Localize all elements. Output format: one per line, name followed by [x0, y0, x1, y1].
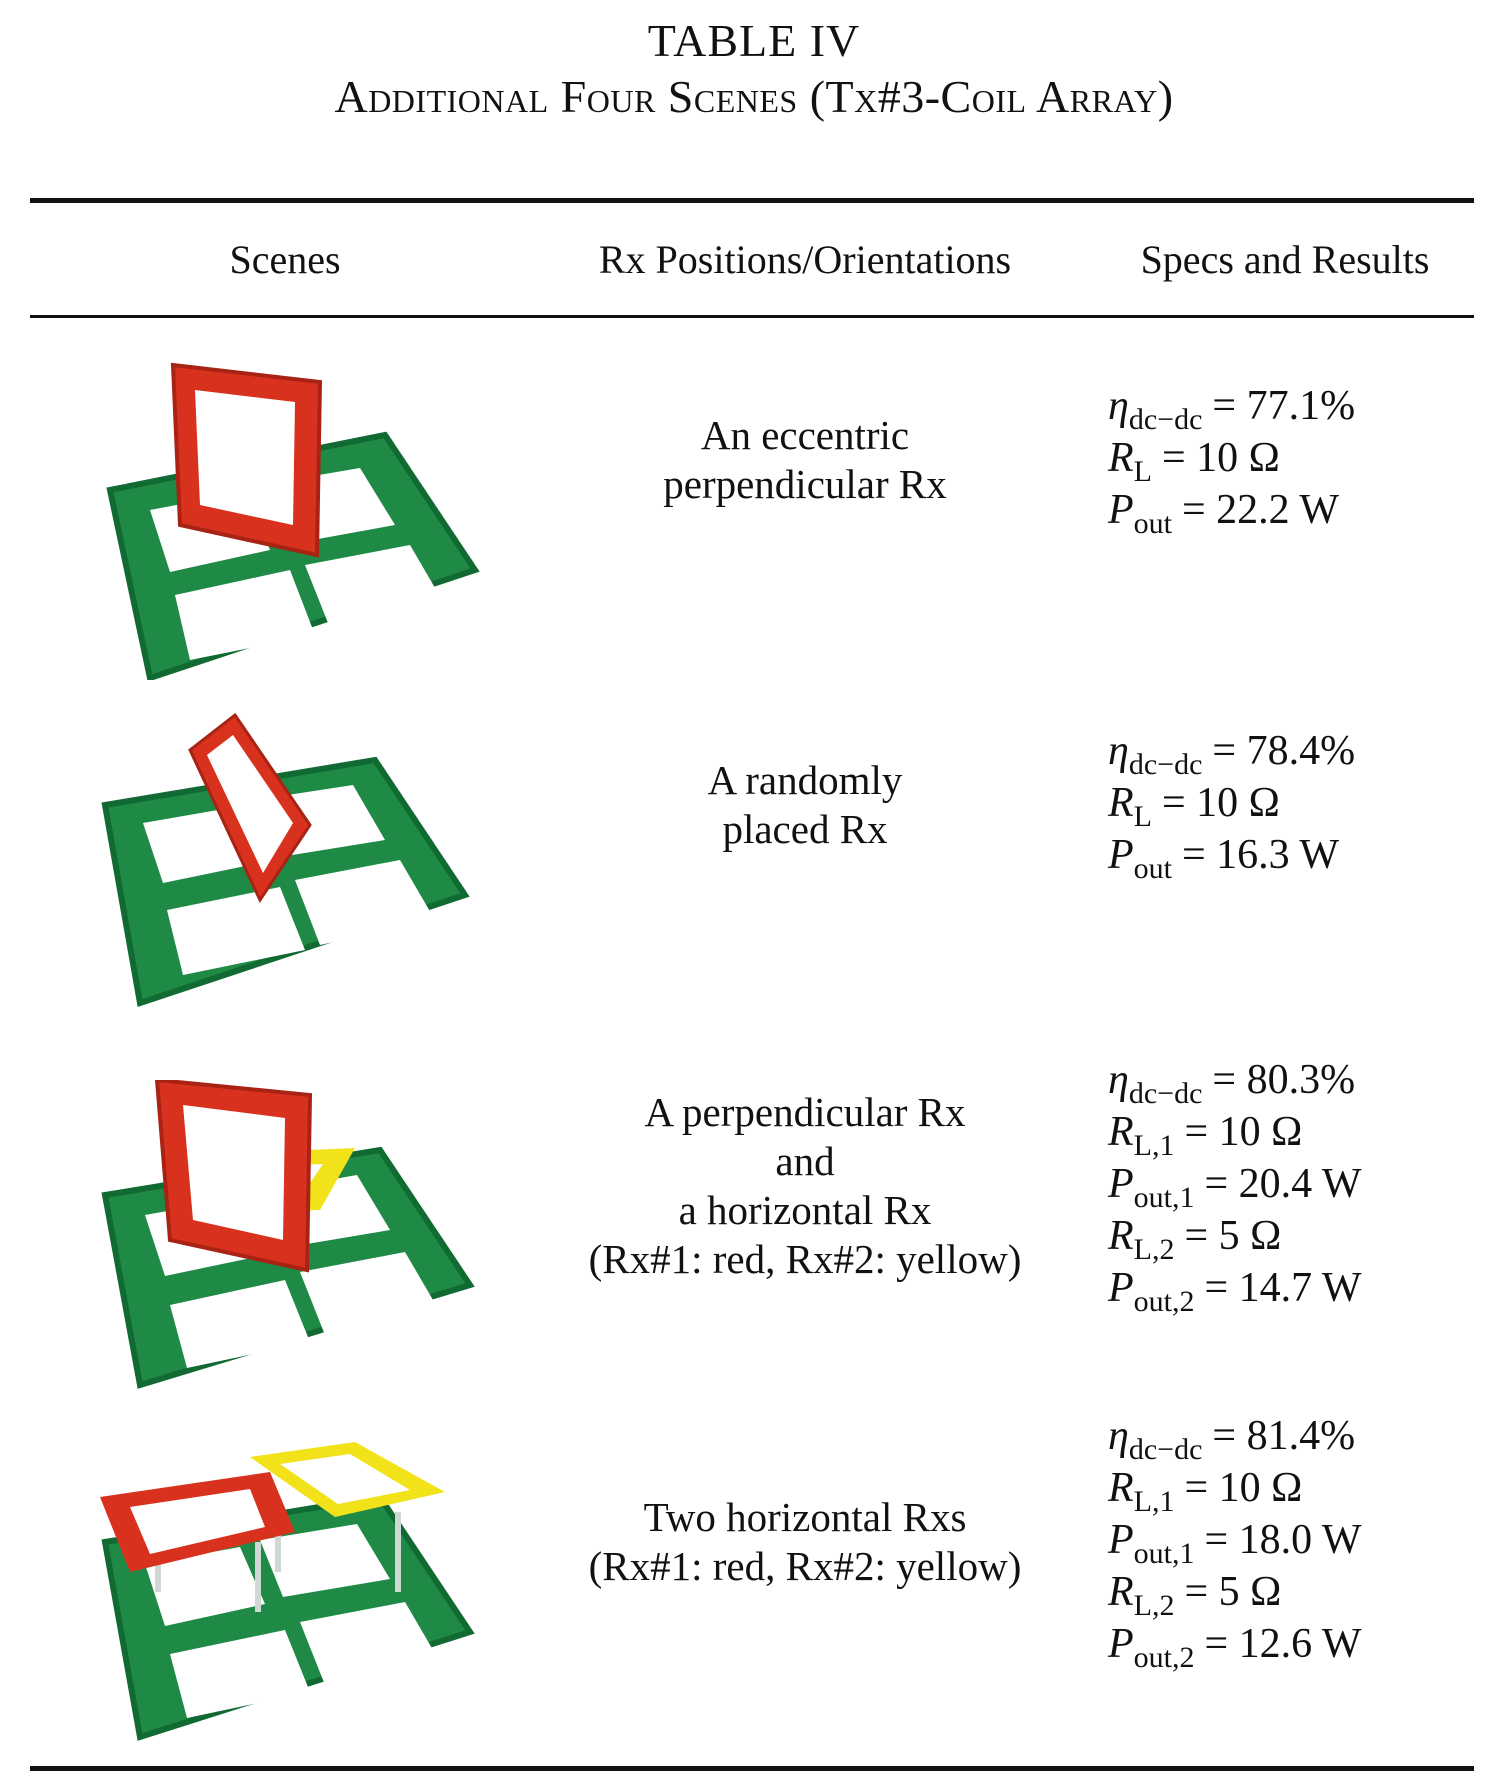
rx-position-cell: A perpendicular Rx and a horizontal Rx (…: [545, 1080, 1065, 1292]
specs-cell: ηdc−dc= 80.3% RL,1= 10 Ω Pout,1= 20.4 W …: [1108, 1057, 1498, 1318]
randomly-placed-rx-illustration: [101, 712, 470, 1007]
scene-photo-2: [95, 705, 495, 1025]
position-line: A randomly: [707, 757, 903, 803]
load-resistance-1-line: RL,1= 10 Ω: [1108, 1109, 1303, 1162]
output-power-line: Pout= 22.2 W: [1108, 487, 1340, 540]
efficiency-line: ηdc−dc= 78.4%: [1108, 728, 1356, 781]
rx-position-cell: An eccentric perpendicular Rx: [545, 360, 1065, 560]
header-rule: [30, 315, 1474, 318]
rx-position-cell: A randomly placed Rx: [545, 705, 1065, 905]
load-resistance-2-line: RL,2= 5 Ω: [1108, 1213, 1282, 1266]
header-rx-positions: Rx Positions/Orientations: [598, 237, 1012, 282]
position-line: (Rx#1: red, Rx#2: yellow): [588, 1236, 1022, 1282]
load-resistance-1-line: RL,1= 10 Ω: [1108, 1465, 1303, 1518]
position-line: placed Rx: [722, 806, 888, 852]
specs-cell: ηdc−dc= 81.4% RL,1= 10 Ω Pout,1= 18.0 W …: [1108, 1413, 1498, 1674]
table-row: A perpendicular Rx and a horizontal Rx (…: [0, 1057, 1508, 1400]
specs-cell: ηdc−dc= 77.1% RL= 10 Ω Pout= 22.2 W: [1108, 360, 1498, 560]
efficiency-line: ηdc−dc= 81.4%: [1108, 1413, 1356, 1466]
bottom-rule: [30, 1766, 1474, 1771]
position-line: a horizontal Rx: [678, 1187, 932, 1233]
eccentric-perpendicular-rx-illustration: [106, 362, 480, 680]
output-power-2-line: Pout,2= 12.6 W: [1108, 1621, 1362, 1674]
header-scenes: Scenes: [229, 237, 341, 282]
efficiency-line: ηdc−dc= 80.3%: [1108, 1057, 1356, 1110]
table-row: An eccentric perpendicular Rx ηdc−dc= 77…: [0, 360, 1508, 680]
position-line: Two horizontal Rxs: [643, 1494, 967, 1540]
table-row: Two horizontal Rxs (Rx#1: red, Rx#2: yel…: [0, 1413, 1508, 1752]
table-label: TABLE IV: [647, 15, 861, 66]
output-power-1-line: Pout,1= 18.0 W: [1108, 1517, 1362, 1570]
top-rule: [30, 198, 1474, 203]
load-resistance-2-line: RL,2= 5 Ω: [1108, 1569, 1282, 1622]
load-resistance-line: RL= 10 Ω: [1108, 435, 1280, 488]
perpendicular-and-horizontal-rx-illustration: [101, 1080, 475, 1389]
scene-photo-4: [95, 1432, 495, 1752]
scene-photo-1: [95, 360, 495, 680]
output-power-line: Pout= 16.3 W: [1108, 832, 1340, 885]
table-row: A randomly placed Rx ηdc−dc= 78.4% RL= 1…: [0, 705, 1508, 1025]
rx-position-cell: Two horizontal Rxs (Rx#1: red, Rx#2: yel…: [545, 1432, 1065, 1652]
specs-cell: ηdc−dc= 78.4% RL= 10 Ω Pout= 16.3 W: [1108, 705, 1498, 905]
output-power-1-line: Pout,1= 20.4 W: [1108, 1161, 1362, 1214]
position-line: perpendicular Rx: [663, 461, 947, 507]
position-line: An eccentric: [700, 412, 910, 458]
table-title: Additional Four Scenes (Tx#3-Coil Array): [334, 71, 1174, 122]
load-resistance-line: RL= 10 Ω: [1108, 780, 1280, 833]
efficiency-line: ηdc−dc= 77.1%: [1108, 383, 1356, 436]
two-horizontal-rxs-illustration: [100, 1442, 475, 1741]
header-specs-results: Specs and Results: [1140, 237, 1430, 282]
scene-photo-3: [95, 1080, 495, 1400]
position-line: and: [775, 1138, 835, 1184]
position-line: (Rx#1: red, Rx#2: yellow): [588, 1543, 1022, 1589]
output-power-2-line: Pout,2= 14.7 W: [1108, 1265, 1362, 1318]
position-line: A perpendicular Rx: [644, 1089, 966, 1135]
